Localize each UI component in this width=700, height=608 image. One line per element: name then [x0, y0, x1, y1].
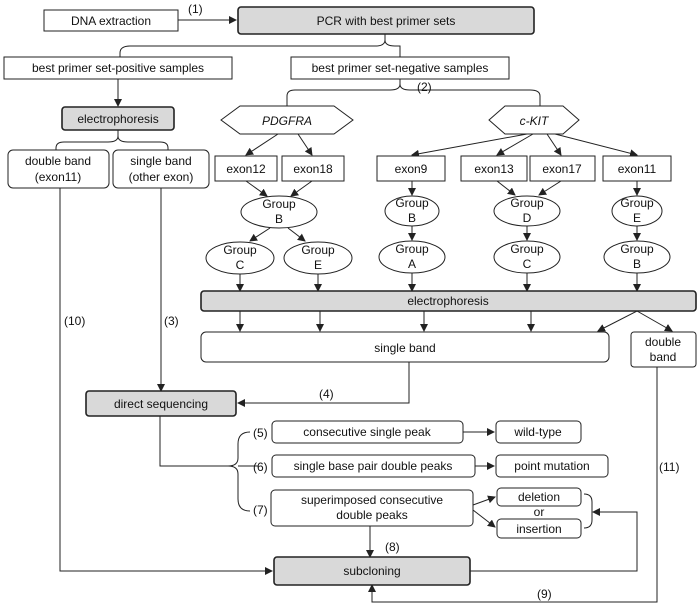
group-c-pdgfra-line2: C	[236, 258, 245, 272]
group-e-exon11-node: Group E	[611, 195, 663, 227]
point-mutation-label: point mutation	[514, 459, 589, 473]
negative-samples-node: best primer set-negative samples	[290, 56, 510, 80]
double-band-line2: (exon11)	[35, 170, 81, 184]
wild-type-node: wild-type	[495, 420, 582, 444]
step-label-7: (7)	[253, 503, 268, 517]
group-b-exon11-line2: B	[633, 257, 641, 271]
step-label-6: (6)	[253, 460, 268, 474]
double-band-right-line2: band	[650, 350, 677, 364]
wild-type-label: wild-type	[513, 425, 562, 439]
step-label-8: (8)	[385, 540, 400, 554]
group-e-pdgfra-line2: E	[314, 258, 322, 272]
single-bp-double-peaks-node: single base pair double peaks	[271, 454, 476, 478]
group-b-exon9-line2: B	[408, 211, 416, 225]
exon17-label: exon17	[542, 162, 582, 176]
group-d-node: Group D	[493, 195, 561, 227]
double-band-exon11-node: double band (exon11)	[7, 149, 110, 189]
step-label-10: (10)	[64, 314, 85, 328]
double-band-right-node: double band	[630, 331, 697, 368]
group-c-ckit-line1: Group	[510, 242, 544, 256]
positive-samples-label: best primer set-positive samples	[32, 61, 204, 75]
group-d-line1: Group	[510, 196, 544, 210]
exon12-label: exon12	[226, 162, 266, 176]
group-c-pdgfra-line1: Group	[223, 243, 257, 257]
deletion-label: deletion	[518, 490, 560, 504]
electrophoresis-main-node: electrophoresis	[200, 290, 697, 312]
or-label: or	[534, 505, 545, 519]
group-a-line2: A	[408, 257, 416, 271]
direct-sequencing-node: direct sequencing	[85, 390, 237, 417]
step-label-2: (2)	[417, 80, 432, 94]
dna-extraction-label: DNA extraction	[71, 14, 151, 28]
group-b-exon11-node: Group B	[603, 240, 671, 274]
electrophoresis-main-label: electrophoresis	[407, 294, 488, 308]
pcr-node: PCR with best primer sets	[237, 6, 535, 35]
exon17-node: exon17	[529, 155, 596, 182]
group-c-ckit-line2: C	[523, 257, 532, 271]
superimposed-line1: superimposed consecutive	[301, 493, 443, 507]
group-a-node: Group A	[378, 240, 446, 274]
exon13-node: exon13	[460, 155, 528, 182]
exon11-label: exon11	[618, 162, 657, 176]
group-b-exon9-node: Group B	[384, 195, 440, 227]
step-label-11: (11)	[659, 460, 679, 474]
single-band-node: single band	[200, 331, 610, 363]
group-a-line1: Group	[395, 242, 429, 256]
electrophoresis-left-node: electrophoresis	[61, 106, 175, 131]
double-band-line1: double band	[25, 154, 91, 168]
group-e-pdgfra-node: Group E	[283, 241, 353, 275]
single-band-other-exon-node: single band (other exon)	[112, 149, 210, 189]
pdgfra-label: PDGFRA	[262, 114, 312, 128]
pdgfra-node: PDGFRA	[220, 105, 354, 135]
connectors	[55, 16, 673, 603]
step-label-4: (4)	[319, 387, 334, 401]
exon9-node: exon9	[376, 155, 446, 182]
electrophoresis-left-label: electrophoresis	[77, 112, 158, 126]
group-c-ckit-node: Group C	[493, 240, 561, 274]
ckit-label: c-KIT	[520, 114, 550, 128]
group-b-exon11-line1: Group	[620, 242, 654, 256]
insertion-label: insertion	[516, 522, 561, 536]
ckit-node: c-KIT	[488, 105, 580, 135]
exon13-label: exon13	[474, 162, 514, 176]
point-mutation-node: point mutation	[495, 454, 609, 478]
group-b-pdgfra-node: Group B	[240, 195, 318, 229]
pcr-label: PCR with best primer sets	[317, 14, 456, 28]
consecutive-single-peak-node: consecutive single peak	[271, 420, 464, 444]
exon12-node: exon12	[214, 155, 278, 182]
single-band-line2: (other exon)	[129, 170, 194, 184]
step-label-3: (3)	[164, 314, 179, 328]
double-band-right-line1: double	[645, 335, 681, 349]
group-b-pdgfra-line1: Group	[262, 197, 296, 211]
subcloning-node: subcloning	[273, 556, 471, 586]
exon18-node: exon18	[281, 155, 345, 182]
group-e-exon11-line1: Group	[620, 196, 654, 210]
subcloning-label: subcloning	[343, 564, 400, 578]
step-label-9: (9)	[537, 587, 552, 601]
group-b-exon9-line1: Group	[395, 196, 429, 210]
group-d-line2: D	[523, 211, 532, 225]
single-band-label: single band	[374, 341, 435, 355]
exon9-label: exon9	[395, 162, 428, 176]
dna-extraction-node: DNA extraction	[43, 9, 179, 32]
superimposed-double-peaks-node: superimposed consecutive double peaks	[270, 489, 474, 527]
exon18-label: exon18	[293, 162, 333, 176]
direct-sequencing-label: direct sequencing	[114, 397, 208, 411]
superimposed-line2: double peaks	[336, 508, 407, 522]
single-bp-double-peaks-label: single base pair double peaks	[294, 459, 453, 473]
negative-samples-label: best primer set-negative samples	[312, 61, 489, 75]
single-band-line1: single band	[130, 154, 191, 168]
step-label-1: (1)	[188, 2, 203, 16]
insertion-node: insertion	[496, 518, 582, 539]
consecutive-single-peak-label: consecutive single peak	[303, 425, 431, 439]
group-b-pdgfra-line2: B	[275, 212, 283, 226]
group-c-pdgfra-node: Group C	[205, 241, 275, 275]
group-e-pdgfra-line1: Group	[301, 243, 335, 257]
group-e-exon11-line2: E	[633, 211, 641, 225]
deletion-node: deletion	[496, 487, 582, 507]
exon11-node: exon11	[602, 155, 672, 182]
positive-samples-node: best primer set-positive samples	[3, 56, 233, 80]
step-label-5: (5)	[253, 426, 268, 440]
